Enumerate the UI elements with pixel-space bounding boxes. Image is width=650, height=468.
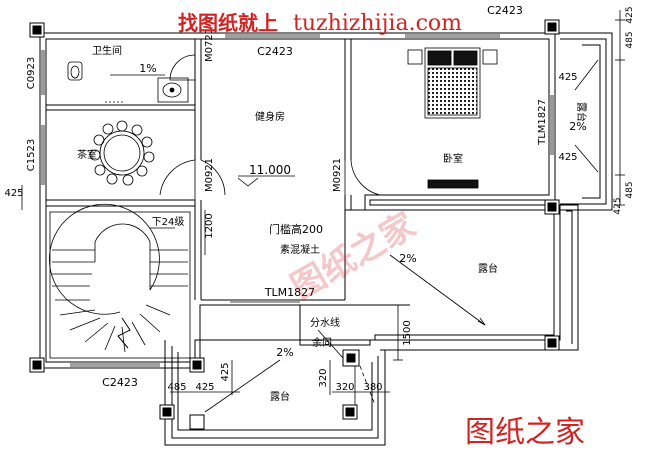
door-code-tlm1827-right: TLM1827 xyxy=(537,99,548,146)
columns xyxy=(29,19,560,430)
concrete-label: 素混凝土 xyxy=(280,243,320,256)
window-code-c1523: C1523 xyxy=(26,139,37,171)
slope-arrows xyxy=(110,59,599,413)
bed xyxy=(407,47,498,189)
divide-line-label: 分水线 xyxy=(310,316,340,329)
tea-table xyxy=(89,120,155,186)
room-label-gym: 健身房 xyxy=(255,110,285,123)
dim-485-top: 485 xyxy=(625,31,635,48)
dim-425-r2: 425 xyxy=(558,152,577,163)
dim-320-a: 320 xyxy=(318,368,329,387)
dim-320-b: 320 xyxy=(335,382,354,393)
room-label-bathroom: 卫生间 xyxy=(92,44,122,57)
room-label-terrace-bottom: 露台 xyxy=(270,390,290,403)
divide-line xyxy=(317,329,376,406)
dimension-lines xyxy=(21,10,625,395)
dim-425-bot: 425 xyxy=(195,382,214,393)
door-code-tlm1827-bottom: TLM1827 xyxy=(264,286,315,299)
dim-425-left: 425 xyxy=(4,188,23,199)
elevation-marker xyxy=(237,175,295,187)
interior-walls xyxy=(46,39,410,306)
room-label-bedroom: 卧室 xyxy=(443,152,463,165)
door-code-m0921-left: M0921 xyxy=(204,158,215,192)
window-code-c2423-top-left: C2423 xyxy=(257,45,293,58)
dim-1200: 1200 xyxy=(204,213,215,238)
dim-425-r3: 425 xyxy=(613,197,623,214)
windows xyxy=(41,34,554,367)
watermark-top-url: tuzhizhijia.com xyxy=(293,11,462,36)
bathroom-fixtures xyxy=(67,61,189,103)
door-code-m0921-right: M0921 xyxy=(332,158,343,192)
window-code-c0923: C0923 xyxy=(26,57,37,89)
watermark-top-cn: 找图纸就上 xyxy=(178,11,278,35)
slope-bottom-terrace: 2% xyxy=(276,346,293,359)
doors xyxy=(159,54,381,200)
dim-425-r1: 425 xyxy=(558,72,577,83)
slope-side-terrace: 2% xyxy=(569,120,586,133)
dim-425-bot2: 425 xyxy=(220,362,231,381)
watermark-bottom: 图纸之家 xyxy=(465,415,585,450)
dim-425-top: 425 xyxy=(625,6,635,23)
dim-485-r: 485 xyxy=(625,181,635,198)
dim-380: 380 xyxy=(363,382,382,393)
room-label-terrace-side: 露台 xyxy=(575,102,588,122)
door-code-m0721: M0721 xyxy=(204,28,215,62)
yu-tong-label: 余同 xyxy=(312,336,332,349)
room-label-tea-room: 茶室 xyxy=(77,148,97,161)
door-sill-label: 门槛高200 xyxy=(269,222,323,236)
dim-485-bot: 485 xyxy=(167,382,186,393)
stairs-label: 下24级 xyxy=(152,216,185,228)
slope-bath: 1% xyxy=(139,62,156,75)
room-label-terrace-right: 露台 xyxy=(478,262,498,275)
staircase xyxy=(49,203,191,359)
window-code-c2423-bottom: C2423 xyxy=(102,376,138,389)
slope-right-terrace: 2% xyxy=(399,252,416,265)
elevation-label: 11.000 xyxy=(249,163,291,177)
window-code-c2423-top-right: C2423 xyxy=(487,4,523,17)
dim-1500: 1500 xyxy=(402,320,413,345)
